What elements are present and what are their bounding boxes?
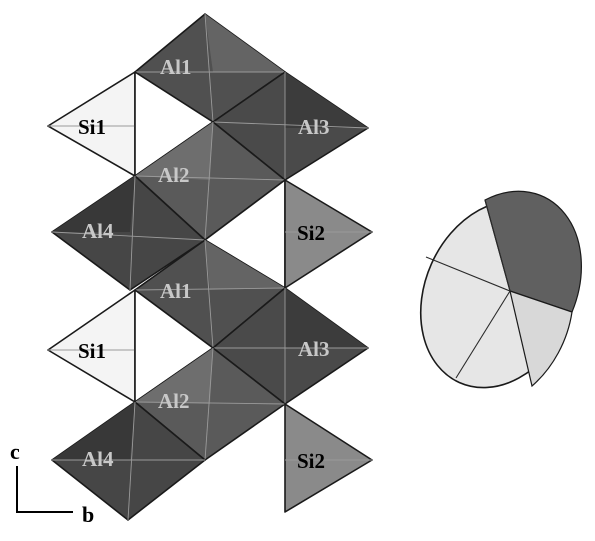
label-al3-bottom: Al3: [298, 337, 330, 361]
label-al2-top: Al2: [158, 163, 190, 187]
label-si1-top: Si1: [78, 115, 106, 139]
axis-label-c: c: [10, 439, 20, 464]
label-si2-top: Si2: [297, 221, 325, 245]
label-al4-bottom: Al4: [82, 447, 114, 471]
axis-label-b: b: [82, 502, 94, 527]
thermal-ellipsoid: [392, 175, 595, 412]
label-al1-top: Al1: [160, 55, 192, 79]
label-si2-bottom: Si2: [297, 449, 325, 473]
label-al1-mid: Al1: [160, 279, 192, 303]
label-al2-bottom: Al2: [158, 389, 190, 413]
label-al3-top: Al3: [298, 115, 330, 139]
label-al4-top: Al4: [82, 219, 114, 243]
label-si1-bottom: Si1: [78, 339, 106, 363]
